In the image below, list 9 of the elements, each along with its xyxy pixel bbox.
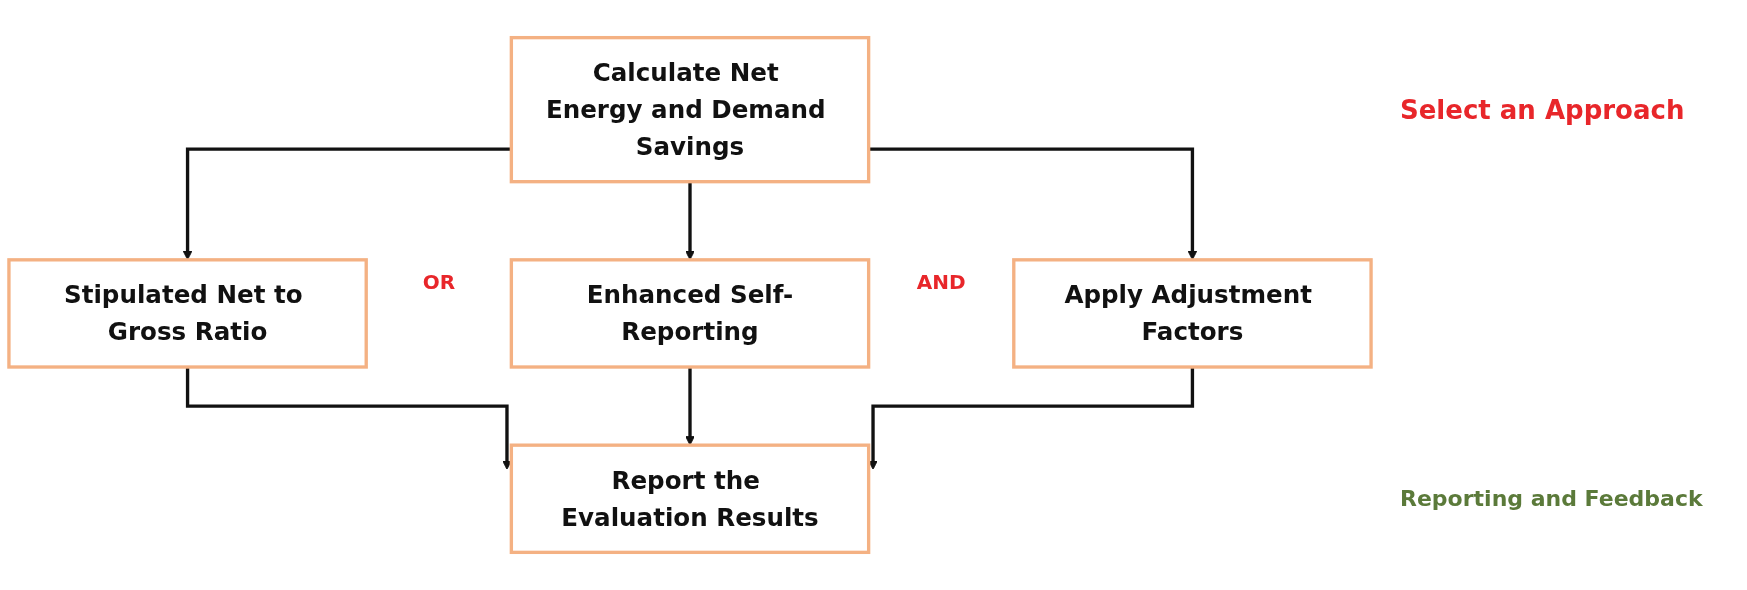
stage-label: Select an Approach	[1400, 94, 1685, 125]
connector-word: OR	[422, 269, 456, 294]
node-box: Calculate Net Energy and Demand Savings	[509, 35, 871, 184]
node-box: Enhanced Self-Reporting	[509, 258, 871, 369]
node-box: Stipulated Net to Gross Ratio	[7, 258, 368, 369]
connector-word: AND	[916, 269, 966, 294]
node-box: Apply Adjustment Factors	[1012, 258, 1373, 369]
node-box: Report the Evaluation Results	[509, 443, 871, 555]
stage-label: Reporting and Feedback	[1400, 486, 1703, 512]
